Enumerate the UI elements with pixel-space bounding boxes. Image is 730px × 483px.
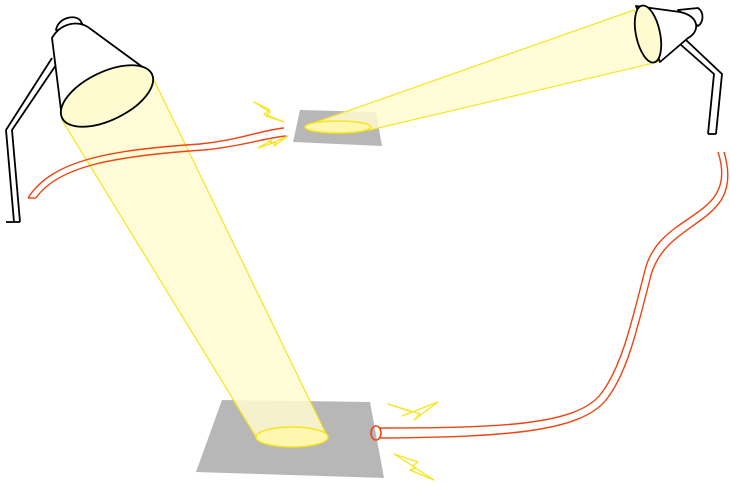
spark-bottom-2 — [393, 453, 435, 481]
left-cable — [27, 127, 287, 199]
right-cable — [370, 151, 729, 441]
left-beam-spot — [255, 426, 329, 448]
right-lamp-beam — [304, 9, 659, 131]
sparks — [253, 101, 439, 481]
left-lamp-beam — [61, 75, 329, 441]
right-lamp — [633, 4, 723, 135]
spark-top-2 — [257, 135, 289, 149]
right-beam-spot — [304, 120, 372, 134]
spark-bottom-1 — [387, 401, 439, 421]
left-lamp — [5, 16, 155, 223]
spark-top-1 — [253, 101, 285, 123]
